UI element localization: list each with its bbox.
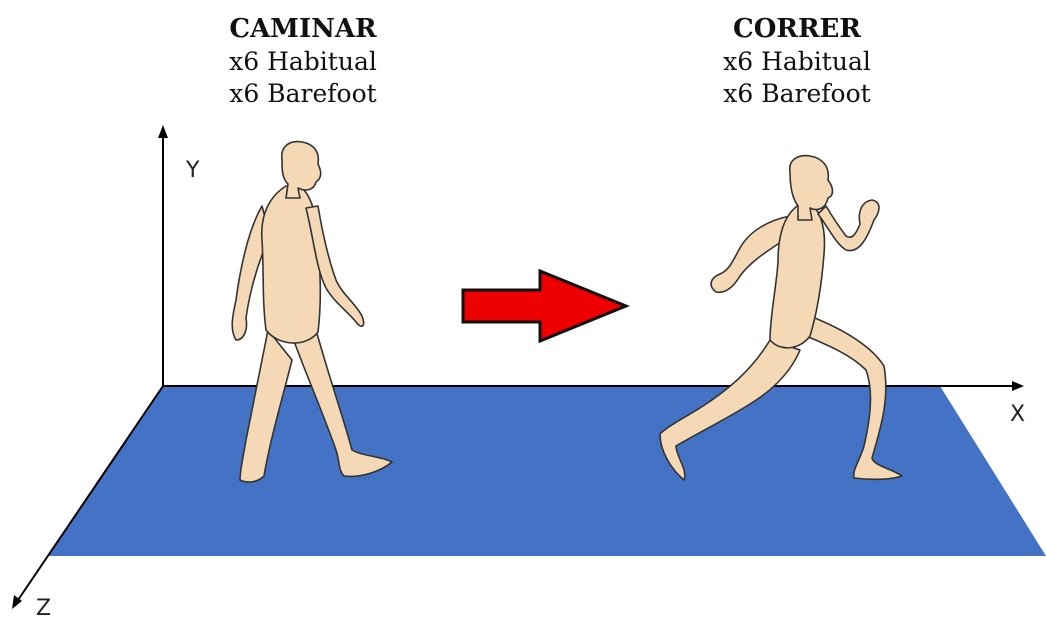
condition-run-caption: CORRER x6 Habitual x6 Barefoot	[647, 12, 947, 110]
x-axis-label: X	[1010, 402, 1025, 427]
floor-plane	[48, 386, 1046, 556]
condition-run-line-2: x6 Barefoot	[647, 78, 947, 110]
condition-walk-title: CAMINAR	[153, 12, 453, 46]
y-axis-label: Y	[186, 158, 199, 183]
running-front-arm	[818, 200, 879, 251]
condition-walk-caption: CAMINAR x6 Habitual x6 Barefoot	[153, 12, 453, 110]
z-axis-label: Z	[36, 596, 51, 621]
condition-walk-line-2: x6 Barefoot	[153, 78, 453, 110]
x-axis-arrowhead	[1012, 381, 1024, 391]
progression-arrow	[463, 271, 626, 341]
walking-head	[282, 142, 321, 198]
condition-run-line-1: x6 Habitual	[647, 46, 947, 78]
condition-run-title: CORRER	[647, 12, 947, 46]
condition-walk-line-1: x6 Habitual	[153, 46, 453, 78]
y-axis-arrowhead	[158, 125, 168, 138]
